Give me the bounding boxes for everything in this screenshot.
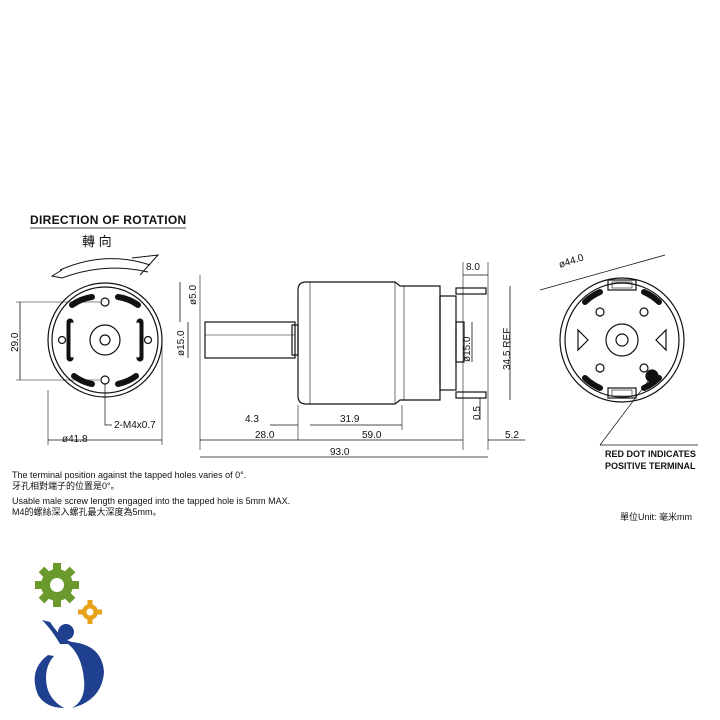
dim-5-2: 5.2 [505,430,519,441]
dim-59-0: 59.0 [362,430,382,441]
red-dot-line2: POSITIVE TERMINAL [605,461,696,471]
dim-0-5: 0.5 [472,406,483,420]
person-icon [34,620,104,708]
dim-34-5-ref: 34.5 REF [502,328,513,370]
dim-d5-0: ø5.0 [188,285,199,305]
dim-d41-8: ø41.8 [62,434,88,445]
rear-view [539,254,698,446]
dim-d44-0: ø44.0 [558,252,586,270]
dim-screw: 2-M4x0.7 [114,420,156,431]
dim-29-0: 29.0 [10,332,21,352]
unit-label: 單位Unit: 毫米mm [620,512,693,522]
direction-title: DIRECTION OF ROTATION [30,213,187,227]
dim-d15-0-left: ø15.0 [176,330,187,356]
note-line1: The terminal position against the tapped… [12,470,247,480]
gear-person-logo [34,563,104,708]
dim-31-9: 31.9 [340,414,360,425]
front-view [16,254,163,445]
orange-gear-icon [78,600,102,624]
dim-28-0: 28.0 [255,430,275,441]
dim-d15-0-right: ø15.0 [462,336,473,362]
note-line4: M4的螺絲深入螺孔最大深度為5mm。 [12,507,162,517]
red-dot-line1: RED DOT INDICATES [605,449,696,459]
red-dot-callout: RED DOT INDICATES POSITIVE TERMINAL [605,448,696,472]
note-line2: 牙孔相對端子的位置是0°。 [12,481,120,491]
direction-title-zh: 轉 向 [82,234,112,249]
side-view [179,262,525,458]
dim-8-0: 8.0 [466,262,480,273]
dim-93-0: 93.0 [330,447,350,458]
dim-4-3: 4.3 [245,414,259,425]
notes-block: The terminal position against the tapped… [12,470,290,518]
note-line3: Usable male screw length engaged into th… [12,496,291,506]
green-gear-icon [35,563,79,607]
